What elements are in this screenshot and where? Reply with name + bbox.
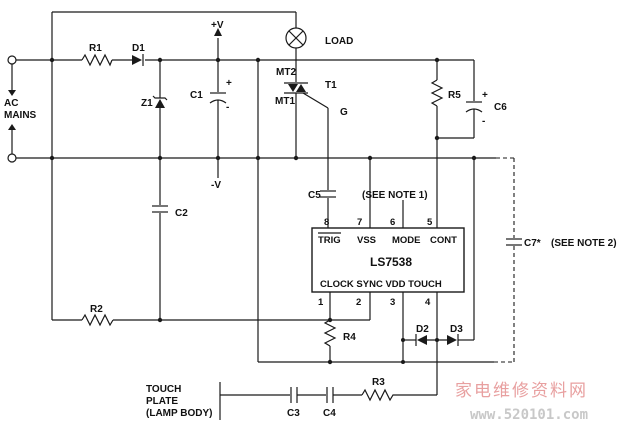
d3-label: D3 [450,324,463,335]
g-label: G [340,107,348,118]
r3-resistor [361,388,437,402]
c4-capacitor [326,387,362,403]
ic-pin-6: 6 [390,217,395,228]
ic-pin-2: 2 [356,297,361,308]
c2-label: C2 [175,208,188,219]
r2-label: R2 [90,304,103,315]
ic-label-trig: TRIG [318,235,341,246]
ls7538-ic [311,227,465,293]
r5-label: R5 [448,90,461,101]
c6-capacitor [437,60,483,139]
c3-capacitor [290,387,326,403]
ic-label-vss: VSS [357,235,376,246]
c5-label: C5 [308,190,321,201]
vplus-label: +V [211,20,224,31]
t1-triac [284,82,329,190]
z1-zener [152,60,168,205]
c6-minus-label: - [482,116,485,127]
d1-label: D1 [132,43,145,54]
c7-label: C7* [524,238,541,249]
d3-diode [447,334,474,346]
junction-dots [49,57,477,365]
watermark-chinese: 家电维修资料网 [455,381,588,401]
touch-label-2: PLATE [146,396,178,407]
c6-plus-label: + [482,90,488,101]
c4-label: C4 [323,408,336,419]
touch-label-3: (LAMP BODY) [146,408,212,419]
ac-mains-label-2: MAINS [4,110,37,121]
r3-label: R3 [372,377,385,388]
mt1-label: MT1 [275,96,295,107]
r1-resistor [81,53,113,67]
z1-label: Z1 [141,98,153,109]
ic-label-cont: CONT [430,235,457,246]
ic-pin-4: 4 [425,297,431,308]
ac-mains-label-1: AC [4,98,18,109]
ic-pin-5: 5 [427,217,433,228]
c3-label: C3 [287,408,300,419]
t1-label: T1 [325,80,337,91]
c1-plus-label: + [226,78,232,89]
ic-pin-8: 8 [324,217,329,228]
r4-label: R4 [343,332,356,343]
r4-resistor [323,292,337,362]
r5-resistor [430,60,444,228]
watermark-url: www.520101.com [470,407,588,423]
c2-capacitor [152,205,168,320]
r2-resistor [81,313,114,327]
c6-label: C6 [494,102,507,113]
d1-diode [132,54,144,66]
note-1-label: (SEE NOTE 1) [362,190,428,201]
ac-mains-terminals [7,55,17,163]
ic-pin-1: 1 [318,297,324,308]
ic-pin-7: 7 [357,217,362,228]
vminus-label: -V [211,180,221,191]
touch-plate [219,382,290,420]
ic-label-mode: MODE [392,235,421,246]
ic-name: LS7538 [370,255,412,269]
c5-capacitor [320,190,336,228]
load-lamp [285,27,307,82]
ic-pin-3: 3 [390,297,395,308]
touch-label-1: TOUCH [146,384,181,395]
load-label: LOAD [325,36,353,47]
c1-minus-label: - [226,102,229,113]
note-2-label: (SEE NOTE 2) [551,238,617,249]
c1-label: C1 [190,90,203,101]
d2-diode [403,334,447,346]
mt2-label: MT2 [276,67,296,78]
ic-label-bottom: CLOCK SYNC VDD TOUCH [320,279,442,290]
c1-capacitor [209,28,227,178]
r1-label: R1 [89,43,102,54]
d2-label: D2 [416,324,429,335]
c7-capacitor [494,157,522,363]
